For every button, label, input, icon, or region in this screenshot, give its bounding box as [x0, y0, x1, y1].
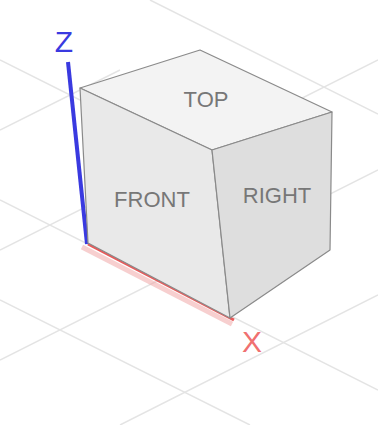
axis-label: Z [55, 27, 73, 57]
front-face: FRONT [80, 88, 230, 318]
axis-label: X [242, 327, 262, 357]
face-label: FRONT [114, 189, 190, 211]
right-face: RIGHT [212, 112, 332, 318]
face-polygon [80, 88, 230, 318]
face-label: RIGHT [243, 185, 311, 207]
face-polygon [212, 112, 332, 318]
face-label: TOP [184, 89, 229, 111]
face-outline [212, 112, 332, 318]
